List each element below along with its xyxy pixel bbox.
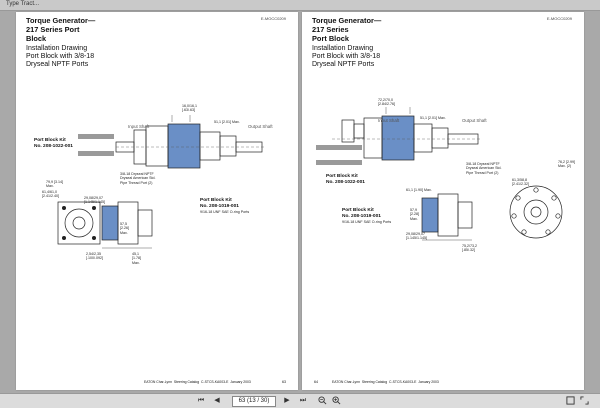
- page-number: 64: [314, 380, 318, 384]
- dim-label: 61,3/58,8 [2.41/2.32]: [512, 178, 529, 187]
- kit-note: 9/16-18 UNF SAE O-ring Ports: [200, 210, 250, 214]
- dim-label: 72,2/70,0 [2.84/2.76]: [378, 98, 395, 107]
- dim-label: 16,0/16,1 [.63/.63]: [182, 104, 197, 113]
- fullscreen-icon[interactable]: [580, 396, 589, 405]
- port-block-kit-label: Port Block Kit No. 208-1019-001: [342, 208, 381, 219]
- dim-label: 79,9 [3.14] Max.: [46, 180, 63, 189]
- doc-code: E-MOCC0209: [260, 16, 286, 21]
- fit-page-icon[interactable]: [566, 396, 575, 405]
- page-subtitle: Installation Drawing Port Block with 3/8…: [312, 45, 381, 68]
- installation-drawing-right: [316, 107, 563, 241]
- dim-label: 2,54/2,35 [.100/.092]: [86, 252, 103, 261]
- tab-title[interactable]: Type Tract...: [6, 1, 40, 7]
- page-title: Torque Generator— 217 Series Port Block: [312, 16, 382, 43]
- input-shaft-label: Input Shaft: [128, 124, 150, 129]
- left-page: E-MOCC0209 Torque Generator— 217 Series …: [16, 12, 298, 390]
- next-page-button[interactable]: ▶: [284, 397, 290, 404]
- prev-page-button[interactable]: ◀: [214, 397, 220, 404]
- last-page-button[interactable]: ⏭: [299, 397, 307, 404]
- port-note: 3/8-18 Dryseal NPTF Dryseal American Std…: [120, 172, 156, 185]
- dim-label: 57,9 [2.28] Max.: [410, 208, 419, 221]
- page-title: Torque Generator— 217 Series Port Block: [26, 16, 96, 43]
- dim-label: 76,2 [2.99] Max. (2): [558, 160, 575, 169]
- port-block-kit-label: Port Block Kit No. 208-1019-001: [200, 198, 239, 209]
- page-number-input[interactable]: 63 (13 / 30): [232, 396, 276, 407]
- port-note: 3/8-18 Dryseal NPTF Dryseal American Std…: [466, 162, 502, 175]
- output-shaft-label: Output Shaft: [248, 124, 273, 129]
- dim-label: 51,1 [2.01] Max.: [214, 120, 240, 124]
- dim-label: 75,2/73,2 [.85/.32]: [462, 244, 477, 253]
- dim-label: 57,5 [2.26] Max.: [120, 222, 129, 235]
- zoom-out-icon[interactable]: [318, 396, 327, 405]
- page-number: 63: [282, 380, 286, 384]
- dim-label: 51,1 [2.01] Max.: [420, 116, 446, 120]
- zoom-in-icon[interactable]: [332, 396, 341, 405]
- page-subtitle: Installation Drawing Port Block with 3/8…: [26, 45, 95, 68]
- tab-bar: Type Tract...: [0, 0, 600, 11]
- input-shaft-label: Input Shaft: [378, 118, 400, 123]
- dim-label: 61,1 [1.90] Max.: [406, 188, 432, 192]
- page-footer: EATON Char-Lynn Steering Catalog C-STCS-…: [332, 380, 439, 384]
- output-shaft-label: Output Shaft: [462, 118, 487, 123]
- dim-label: 29,08/29,07 [1.145/1.145]: [406, 232, 427, 241]
- installation-drawing-left: [57, 115, 266, 249]
- port-block-kit-label: Port Block Kit No. 208-1022-001: [326, 174, 365, 185]
- doc-code: E-MOCC0209: [546, 16, 572, 21]
- dim-label: 29,08/29,07 [1.145/1.145]: [84, 196, 105, 205]
- dim-label: 61,4/61,0 [2.41/2.40]: [42, 190, 59, 199]
- port-block-kit-label: Port Block Kit No. 208-1022-001: [34, 138, 73, 149]
- right-page: E-MOCC0209 Torque Generator— 217 Series …: [302, 12, 584, 390]
- dim-label: 45,1 [1.78] Max.: [132, 252, 141, 265]
- viewer-toolbar: ⏮ ◀ 63 (13 / 30) ▶ ⏭: [0, 393, 600, 408]
- kit-note: 9/16-18 UNF SAE O-ring Ports: [342, 220, 392, 224]
- page-footer: EATON Char-Lynn Steering Catalog C-STCS-…: [144, 380, 251, 384]
- first-page-button[interactable]: ⏮: [197, 397, 205, 404]
